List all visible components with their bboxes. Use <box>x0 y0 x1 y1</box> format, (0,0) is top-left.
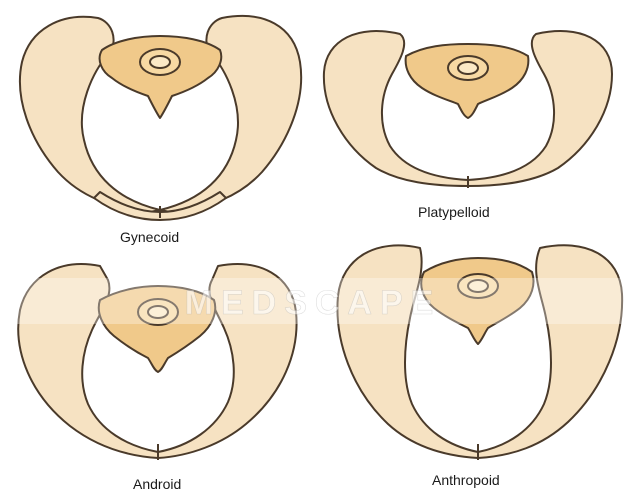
caption-android: Android <box>133 476 181 492</box>
caption-anthropoid: Anthropoid <box>432 472 500 488</box>
anthropoid-vertebral-canal <box>468 280 488 292</box>
caption-gynecoid: Gynecoid <box>120 229 179 245</box>
anthropoid-sacrum <box>421 258 533 344</box>
caption-platypelloid: Platypelloid <box>418 204 490 220</box>
